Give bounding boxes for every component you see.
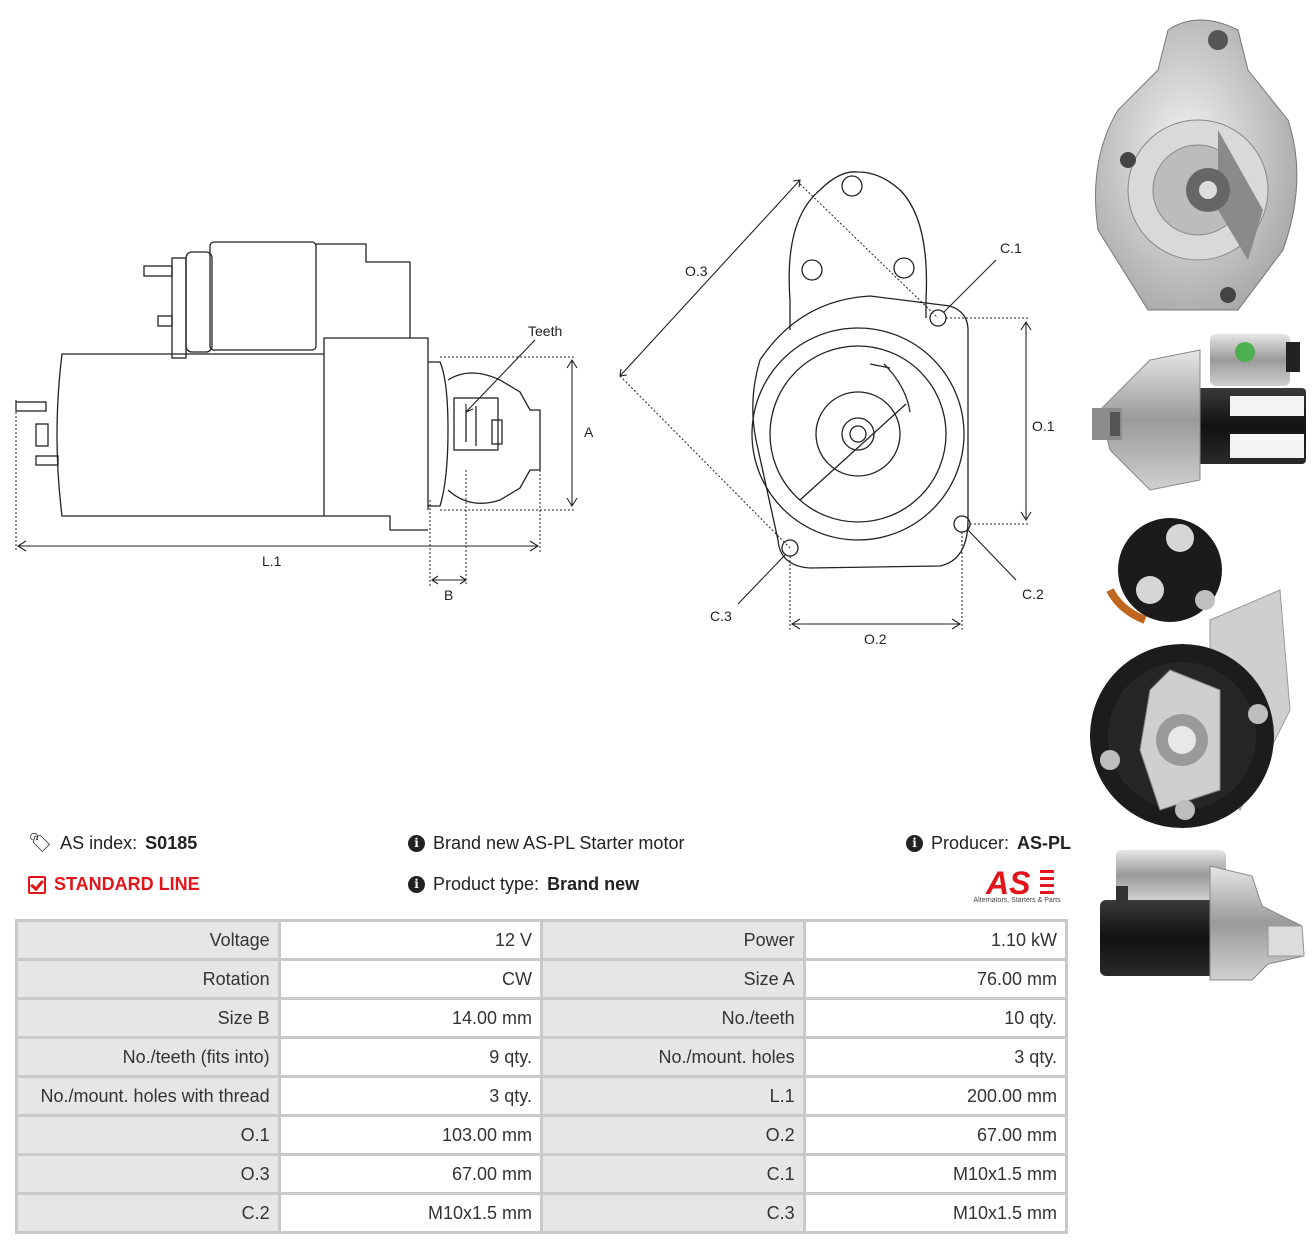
- spec-value: M10x1.5 mm: [277, 1192, 543, 1234]
- product-type-value: Brand new: [547, 874, 640, 894]
- product-type-label: Product type:: [433, 874, 540, 894]
- dim-o3-label: O.3: [685, 263, 708, 279]
- spec-value: 12 V: [277, 919, 543, 961]
- spec-key: Voltage: [15, 919, 281, 961]
- spec-value: 67.00 mm: [277, 1153, 543, 1195]
- product-description: i Brand new AS-PL Starter motor: [408, 833, 684, 854]
- as-pl-logo: AS: [985, 865, 1054, 901]
- spec-key: Size A: [539, 958, 806, 1000]
- spec-key: Power: [539, 919, 806, 961]
- spec-key: No./mount. holes: [539, 1036, 806, 1078]
- dim-l1-label: L.1: [262, 553, 282, 569]
- svg-text:AS: AS: [985, 865, 1031, 901]
- spec-value: 103.00 mm: [277, 1114, 543, 1156]
- spec-key: No./teeth (fits into): [15, 1036, 281, 1078]
- as-index-value: S0185: [145, 833, 198, 853]
- dim-o1-label: O.1: [1032, 418, 1055, 434]
- spec-value: M10x1.5 mm: [802, 1153, 1069, 1195]
- as-index-label: AS index:: [60, 833, 138, 853]
- dim-a-label: A: [584, 424, 594, 440]
- spec-key: C.1: [539, 1153, 806, 1195]
- info-icon: i: [906, 835, 923, 852]
- spec-value: 76.00 mm: [802, 958, 1069, 1000]
- spec-value: 3 qty.: [277, 1075, 543, 1117]
- info-icon: i: [408, 835, 425, 852]
- spec-key: O.1: [15, 1114, 281, 1156]
- spec-key: C.3: [539, 1192, 806, 1234]
- producer-value: AS-PL: [1017, 833, 1072, 853]
- spec-key: L.1: [539, 1075, 806, 1117]
- spec-key: C.2: [15, 1192, 281, 1234]
- dim-b-label: B: [444, 587, 453, 603]
- spec-key: No./mount. holes with thread: [15, 1075, 281, 1117]
- spec-key: Size B: [15, 997, 281, 1039]
- spec-value: 9 qty.: [277, 1036, 543, 1078]
- info-icon: i: [408, 876, 425, 893]
- spec-value: 3 qty.: [802, 1036, 1069, 1078]
- spec-value: M10x1.5 mm: [802, 1192, 1069, 1234]
- spec-key: O.3: [15, 1153, 281, 1195]
- dim-o2-label: O.2: [864, 631, 887, 647]
- logo-tagline: Alternators, Starters & Parts: [973, 897, 1061, 904]
- producer-label: Producer:: [931, 833, 1010, 853]
- product-photo-front[interactable]: [1088, 10, 1308, 316]
- spec-key: O.2: [539, 1114, 806, 1156]
- dim-c2-label: C.2: [1022, 586, 1044, 602]
- dim-c1-label: C.1: [1000, 240, 1022, 256]
- teeth-label: Teeth: [528, 323, 562, 339]
- spec-value: 67.00 mm: [802, 1114, 1069, 1156]
- product-type: i Product type: Brand new: [408, 874, 639, 895]
- standard-line-label: STANDARD LINE: [54, 874, 200, 894]
- spec-value: 14.00 mm: [277, 997, 543, 1039]
- dim-c3-label: C.3: [710, 608, 732, 624]
- check-square-icon: [28, 875, 46, 894]
- spec-value: 10 qty.: [802, 997, 1069, 1039]
- table-row: No./teeth (fits into)9 qty.No./mount. ho…: [15, 1036, 1069, 1078]
- producer: i Producer: AS-PL: [906, 833, 1071, 854]
- spec-value: 1.10 kW: [802, 919, 1069, 961]
- side-view-drawing: Teeth A L.1 B: [15, 241, 594, 603]
- spec-key: No./teeth: [539, 997, 806, 1039]
- product-line: STANDARD LINE: [28, 874, 200, 895]
- product-photo-rear[interactable]: [1090, 510, 1312, 836]
- as-index: 🏷 AS index: S0185: [28, 833, 197, 854]
- front-view-drawing: O.3 C.1 O.1 C.2 C.3 O.2: [619, 171, 1055, 647]
- tags-icon: 🏷: [28, 832, 53, 854]
- product-photo-side[interactable]: [1090, 330, 1312, 496]
- product-photo-angle[interactable]: [1092, 846, 1312, 982]
- spec-value: 200.00 mm: [802, 1075, 1069, 1117]
- spec-value: CW: [277, 958, 543, 1000]
- description-text: Brand new AS-PL Starter motor: [433, 833, 685, 853]
- spec-key: Rotation: [15, 958, 281, 1000]
